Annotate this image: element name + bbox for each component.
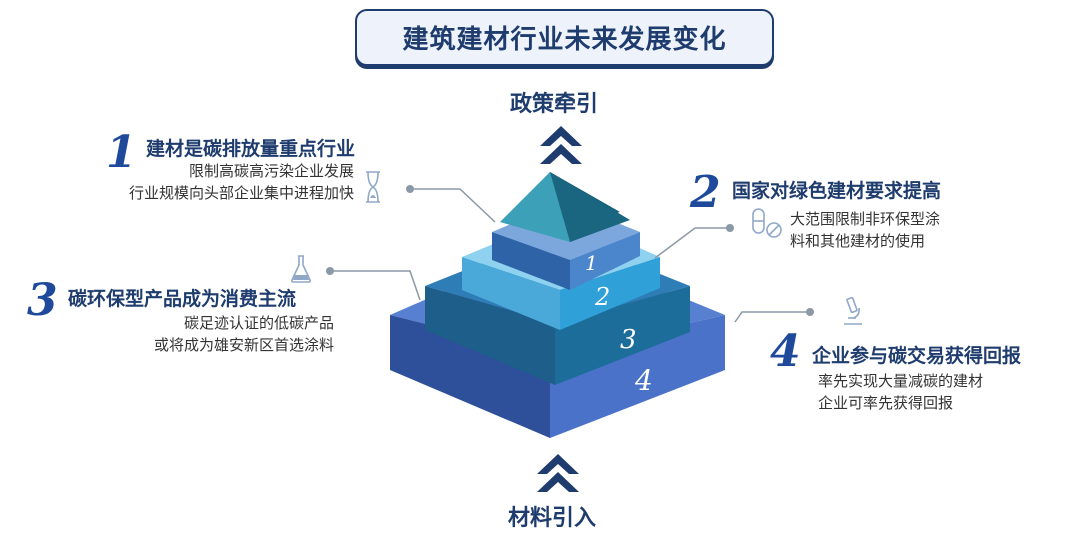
item-heading-1: 建材是碳排放量重点行业 (146, 138, 356, 160)
item-heading-4: 企业参与碳交易获得回报 (812, 345, 1022, 367)
item-heading-3: 碳环保型产品成为消费主流 (68, 288, 297, 310)
layer-label-4: 4 (634, 364, 653, 397)
title-banner: 建筑建材行业未来发展变化 (355, 9, 774, 66)
flask-icon (290, 255, 312, 283)
hourglass-icon (366, 171, 380, 203)
up-arrow-icon (540, 126, 582, 164)
item-desc-4: 率先实现大量减碳的建材 企业可率先获得回报 (818, 372, 984, 412)
microscope-icon (844, 296, 862, 325)
item-number-1: 1 (106, 127, 137, 178)
layer-label-3: 3 (620, 325, 637, 355)
pyramid: 1 2 3 4 (390, 172, 725, 438)
pills-icon (752, 208, 782, 238)
item-desc-1: 限制高碳高污染企业发展 行业规模向头部企业集中进程加快 (128, 162, 354, 202)
layer-label-2: 2 (594, 283, 610, 311)
pyramid-apex (500, 172, 630, 242)
item-desc-3: 碳足迹认证的低碳产品 或将成为雄安新区首选涂料 (153, 314, 334, 354)
item-desc-2: 大范围限制非环保型涂 料和其他建材的使用 (790, 210, 941, 250)
item-number-3: 3 (27, 275, 58, 326)
up-arrow-bottom-icon (537, 454, 579, 492)
layer-label-1: 1 (585, 251, 598, 275)
item-number-4: 4 (770, 326, 801, 377)
diagram-title: 建筑建材行业未来发展变化 (402, 25, 727, 55)
bottom-label: 材料引入 (508, 506, 597, 531)
item-number-2: 2 (690, 167, 721, 218)
top-label: 政策牵引 (510, 92, 599, 117)
item-heading-2: 国家对绿色建材要求提高 (732, 180, 942, 202)
